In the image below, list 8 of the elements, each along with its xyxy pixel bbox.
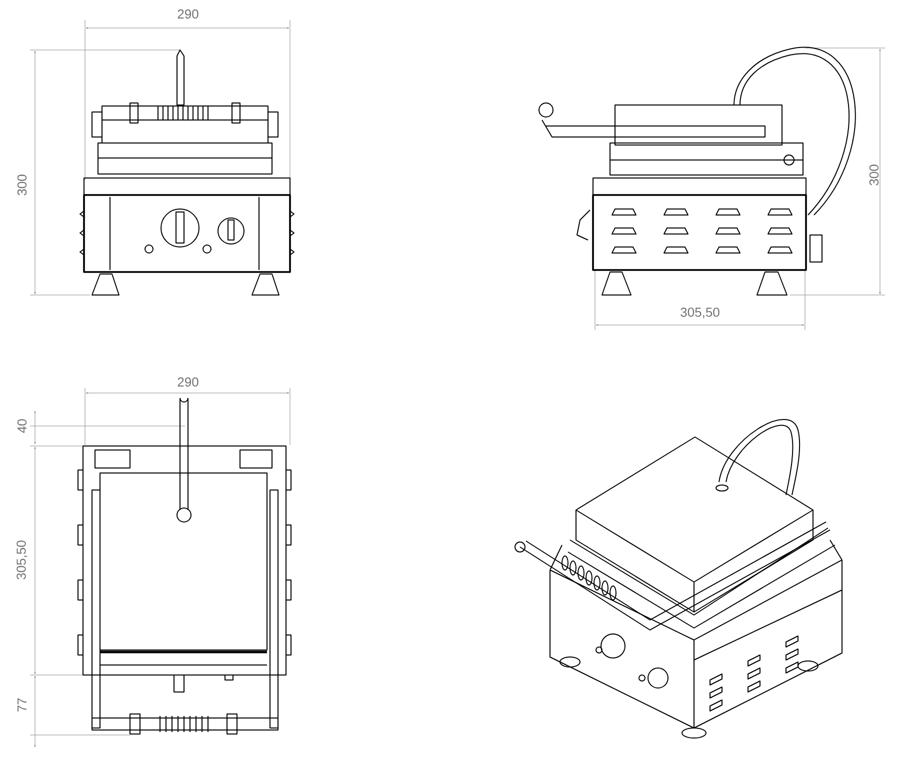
- dimension-value: 77: [18, 698, 26, 712]
- dimension-value: 305,50: [680, 308, 720, 318]
- dimension-value: 40: [17, 419, 27, 433]
- dimension-value: 305,50: [16, 540, 28, 580]
- dimension-value: 290: [178, 377, 198, 387]
- dimension-value: 300: [869, 164, 879, 186]
- dimension-value: 290: [178, 9, 198, 19]
- dimension-value: 300: [17, 174, 27, 196]
